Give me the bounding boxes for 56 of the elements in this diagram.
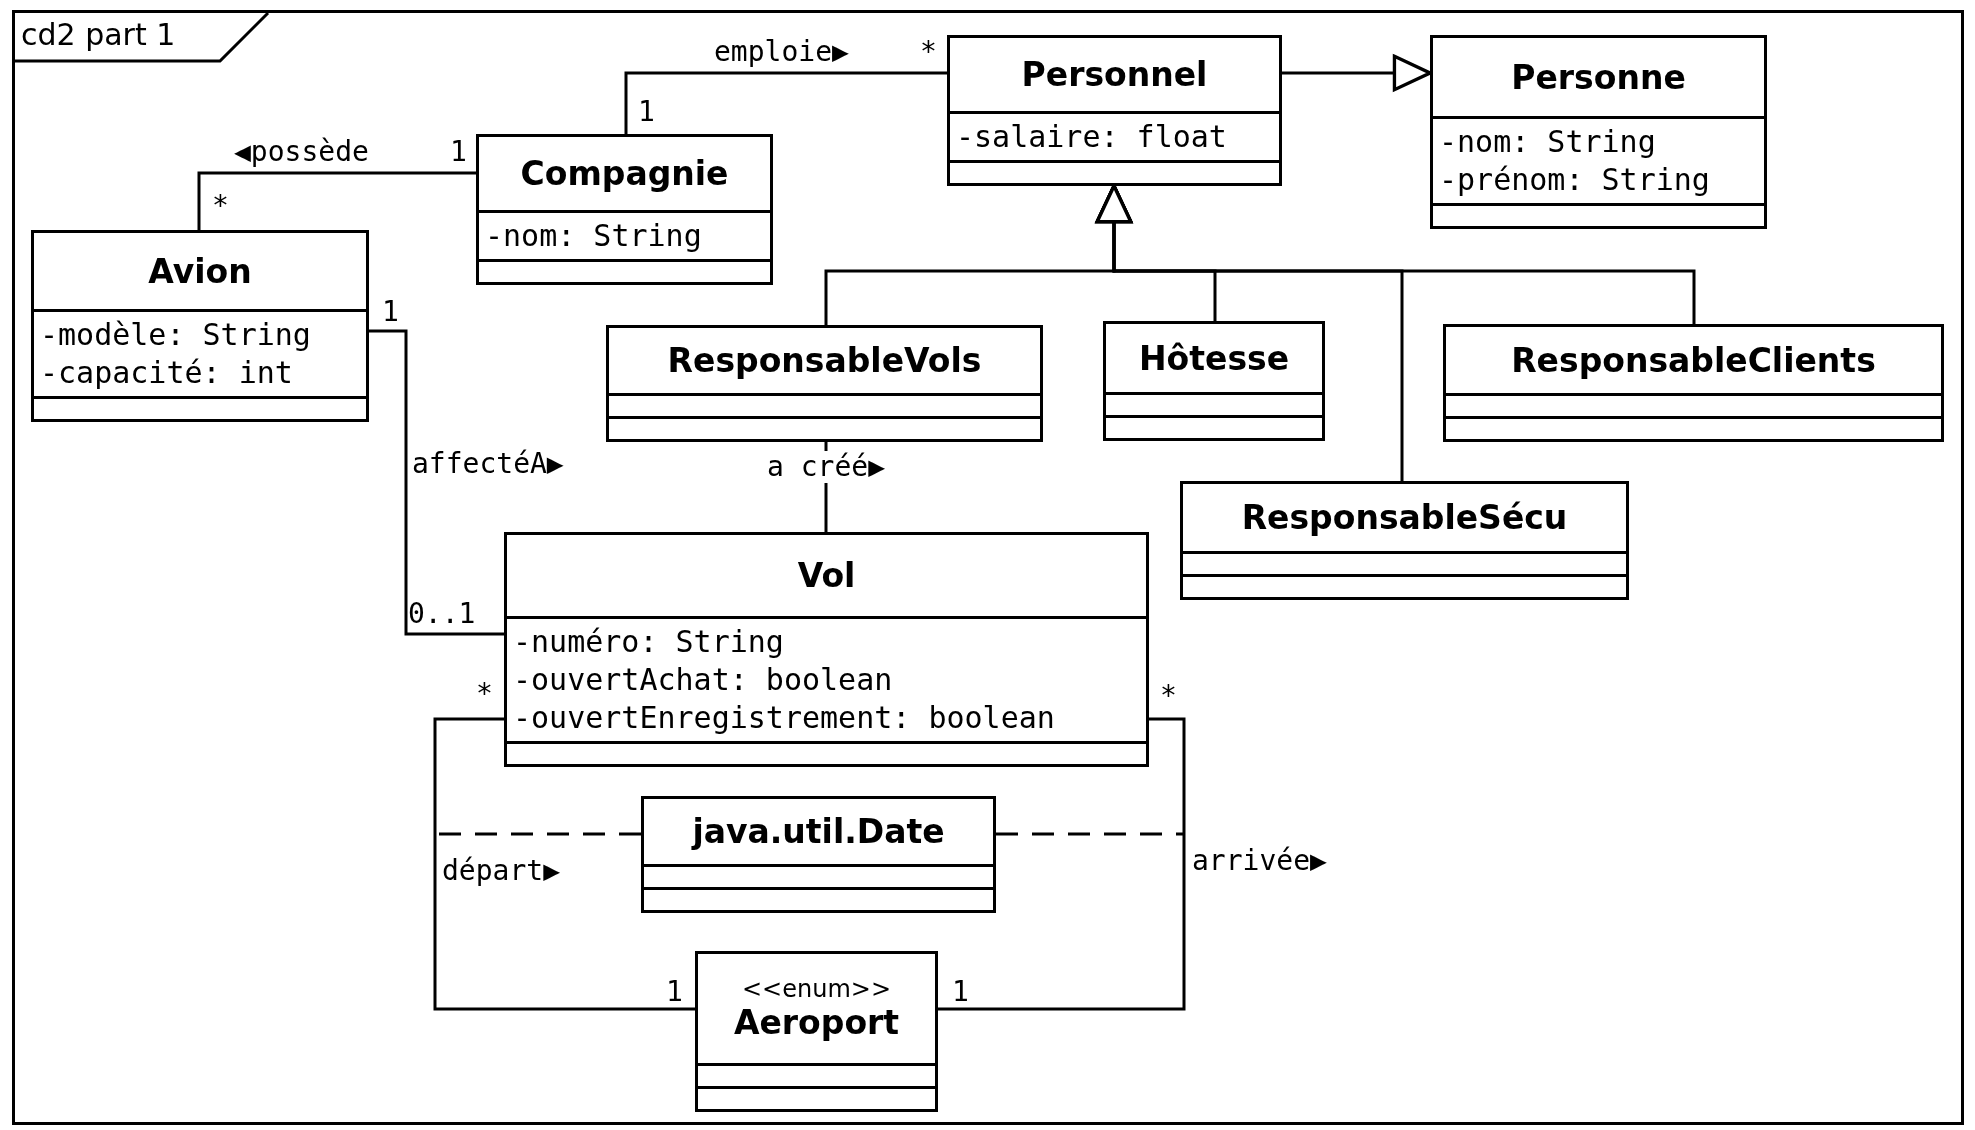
attribute: -ouvertAchat: boolean (513, 661, 894, 699)
class-name: Compagnie (520, 154, 729, 193)
generalization-arrow (1282, 54, 1432, 92)
class-name: java.util.Date (692, 812, 945, 851)
multiplicity-label: * (476, 678, 493, 710)
edge-label: emploie▶ (712, 36, 851, 68)
diagram-frame (12, 10, 1964, 1125)
edge-label: départ▶ (440, 855, 562, 887)
enum-box (695, 951, 938, 1112)
attribute: -modèle: String (40, 316, 312, 354)
multiplicity-label: 1 (952, 976, 969, 1008)
attribute: -nom: String (485, 217, 703, 255)
class-box (947, 35, 1282, 186)
class-box (606, 325, 1043, 442)
class-name: Hôtesse (1138, 338, 1290, 378)
multiplicity-label: 1 (666, 976, 683, 1008)
attribute: -capacité: int (40, 354, 294, 392)
class-name: ResponsableClients (1511, 340, 1876, 380)
class-box (1180, 481, 1629, 600)
multiplicity-label: * (1160, 680, 1177, 712)
class-name: ResponsableVols (667, 341, 982, 380)
class-name: ResponsableSécu (1241, 498, 1568, 537)
attribute: -numéro: String (513, 623, 785, 661)
class-box (504, 532, 1149, 767)
association-line (938, 717, 1186, 1011)
class-box (476, 134, 773, 285)
class-box (641, 796, 996, 913)
association-line (624, 71, 947, 134)
frame-title: cd2 part 1 (21, 17, 176, 52)
attribute: -prénom: String (1439, 161, 1711, 199)
multiplicity-label: 1 (638, 96, 655, 128)
multiplicity-label: 1 (382, 296, 399, 328)
edge-label: a créé▶ (765, 451, 887, 483)
stereotype: <<enum>> (742, 975, 891, 1003)
class-name: Personne (1511, 57, 1686, 97)
generalization-arrow (1095, 184, 1404, 481)
association-line (369, 329, 504, 636)
dashed-line (996, 832, 1184, 836)
association-line (197, 171, 476, 230)
class-name: Vol (797, 556, 856, 595)
edge-label: ◀possède (232, 136, 371, 168)
class-name: Personnel (1021, 55, 1208, 94)
multiplicity-label: * (920, 36, 937, 68)
attribute: -nom: String (1439, 123, 1657, 161)
class-name: Aeroport (733, 1003, 900, 1042)
class-box (1430, 35, 1767, 229)
multiplicity-label: 1 (450, 136, 467, 168)
attribute: -ouvertEnregistrement: boolean (513, 699, 1056, 737)
class-box (1443, 324, 1944, 442)
class-box (31, 230, 369, 422)
multiplicity-label: 0..1 (408, 598, 476, 630)
association-line (433, 717, 695, 1011)
class-name: Avion (148, 251, 252, 291)
attribute: -salaire: float (956, 118, 1228, 156)
class-box (1103, 321, 1325, 441)
multiplicity-label: * (212, 190, 229, 222)
